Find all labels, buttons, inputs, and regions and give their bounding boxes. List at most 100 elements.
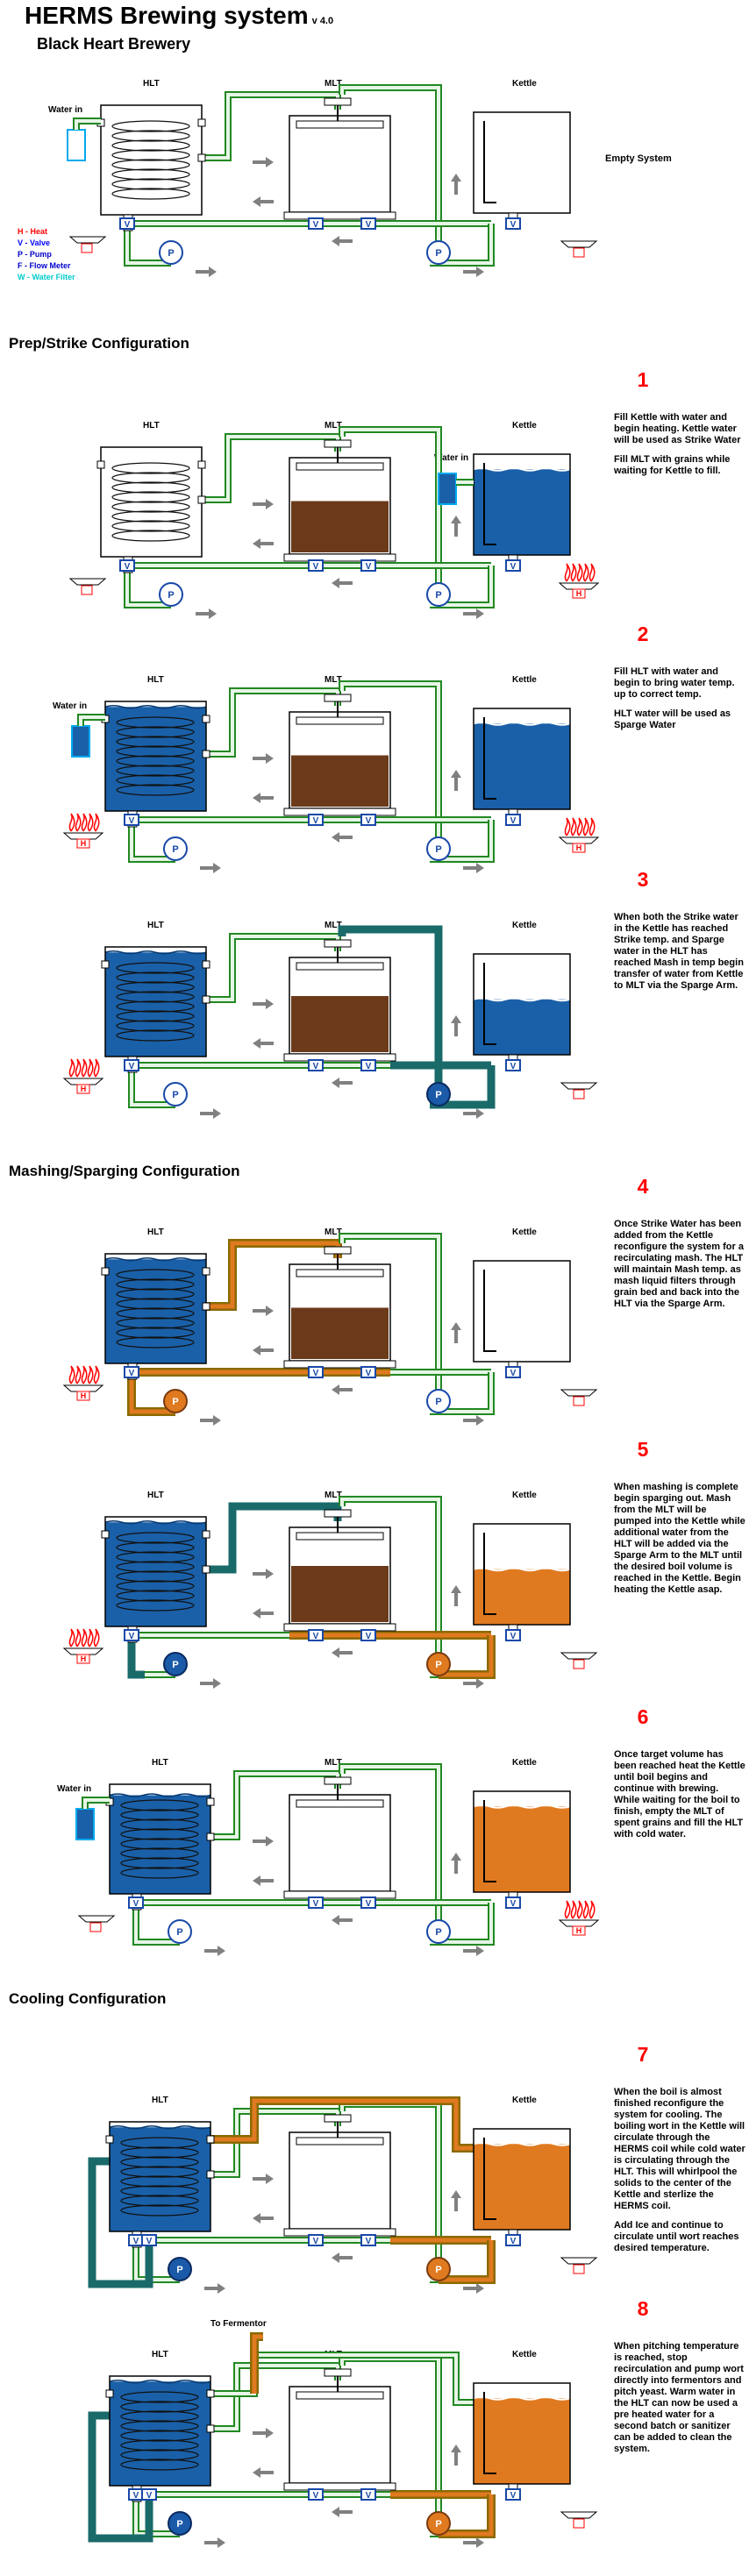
panel-5-herms-coil-loop bbox=[116, 1570, 195, 1583]
panel-4-hlt-heat-icon-flame bbox=[87, 1365, 94, 1384]
panel-2-left-pump-loop-core bbox=[130, 820, 175, 861]
panel-4-kettle-burner-box bbox=[573, 1396, 585, 1406]
panel-6-kettle-valve-label: V bbox=[510, 1899, 517, 1909]
panel-2-kettle-heat-icon-h-box bbox=[572, 843, 586, 853]
panel-5-herms-coil-loop bbox=[116, 1599, 195, 1612]
panel-7-herms-coil-loop bbox=[120, 2146, 199, 2159]
panel-7-herms-coil bbox=[120, 2137, 199, 2217]
panel-2-herms-coil bbox=[116, 716, 195, 796]
panel-5-mlt-valve-left-label: V bbox=[313, 1632, 319, 1641]
panel-6-kettle-vessel bbox=[473, 1790, 571, 1893]
panel-8-herms-coil-loop bbox=[120, 2420, 199, 2432]
panel-2-mlt-valve-right bbox=[360, 814, 376, 826]
panel-0-kettle-valve bbox=[505, 217, 521, 230]
section-prep-strike: Prep/Strike Configuration bbox=[9, 335, 189, 352]
panel-2-kettle-heat-icon-flame bbox=[570, 817, 577, 836]
panel-0-hlt-label: HLT bbox=[143, 79, 160, 89]
panel-7-mlt-lid bbox=[324, 2114, 352, 2123]
panel-5-pump-left-label: P bbox=[172, 1660, 178, 1670]
panel-5-herms-coil-loop bbox=[116, 1532, 195, 1544]
panel-5-pump-left bbox=[163, 1652, 188, 1676]
panel-1-kettle-pickup bbox=[483, 463, 496, 545]
panel-2-hlt-heat-icon-h-box bbox=[76, 838, 90, 849]
panel-7-hlt-cold-loop-core bbox=[89, 2159, 152, 2287]
panel-0-herms-coil-loop bbox=[111, 178, 190, 190]
panel-4-kettle-valve bbox=[505, 1366, 521, 1378]
panel-1-arrow-hlt-bottom bbox=[196, 608, 217, 619]
panel-2-kettle-valve-label: V bbox=[510, 816, 517, 826]
panel-8-pump-right-label: P bbox=[435, 2519, 441, 2530]
legend-heat: H - Heat bbox=[18, 227, 48, 236]
panel-7-pump-right bbox=[426, 2257, 451, 2281]
step-1-paragraph: Fill Kettle with water and begin heating… bbox=[614, 412, 741, 445]
panel-3-mlt-valve-left bbox=[308, 1059, 324, 1071]
panel-2-hlt-fitting-2 bbox=[202, 750, 210, 758]
panel-7-kettle-valve-label: V bbox=[510, 2237, 517, 2246]
panel-1-pump-left bbox=[159, 582, 183, 607]
panel-3-herms-coil bbox=[116, 962, 195, 1042]
panel-6-kettle-valve bbox=[505, 1896, 521, 1909]
panel-3-kettle-burner-icon bbox=[560, 1082, 598, 1090]
panel-7-kettle-valve bbox=[505, 2234, 521, 2246]
panel-8-mlt-valve-right bbox=[360, 2488, 376, 2501]
panel-6-kettle-surface bbox=[473, 1804, 571, 1809]
panel-0-water-in-pipe-core bbox=[75, 119, 101, 130]
panel-1-right-pump-loop-core bbox=[439, 566, 493, 607]
panel-0-water-in-label: Water in bbox=[48, 105, 83, 115]
title-text: HERMS Brewing system bbox=[25, 2, 309, 29]
panel-3-hlt-fitting-0 bbox=[101, 960, 110, 969]
panel-3-kettle-pickup bbox=[483, 963, 496, 1045]
panel-8-hlt-fitting-2 bbox=[206, 2424, 215, 2433]
panel-5-hlt-fitting-2 bbox=[202, 1565, 210, 1574]
panel-0-pump-left-label: P bbox=[168, 248, 174, 259]
panel-8-mlt-valve-left-label: V bbox=[313, 2491, 319, 2501]
panel-6-mlt-vessel bbox=[289, 1794, 391, 1892]
panel-1-kettle-heat-icon-flame bbox=[576, 563, 583, 582]
panel-5-arrow-bottom-left bbox=[332, 1647, 353, 1658]
step-6-number: 6 bbox=[637, 1705, 649, 1728]
panel-5-hlt-heat-icon-flame bbox=[75, 1628, 82, 1647]
panel-0-mlt-valve-right-label: V bbox=[366, 220, 372, 230]
step-6-paragraph: Once target volume has been reached heat… bbox=[614, 1749, 745, 1839]
panel-5-hlt-fitting-1 bbox=[202, 1530, 210, 1539]
panel-1-herms-coil-loop bbox=[111, 491, 190, 503]
panel-1-hlt-valve-label: V bbox=[125, 562, 131, 572]
panel-5-kettle-burner-box bbox=[573, 1659, 585, 1669]
panel-7-herms-coil-loop bbox=[120, 2166, 199, 2178]
panel-6-hlt-surface bbox=[109, 1793, 211, 1797]
panel-4-herms-coil-loop bbox=[116, 1288, 195, 1300]
step-8-description: When pitching temperature is reached, st… bbox=[614, 2341, 745, 2463]
panel-5-mlt-valve-right-label: V bbox=[366, 1632, 372, 1641]
panel-8-hlt-label: HLT bbox=[152, 2350, 168, 2359]
panel-2-mlt-valve-left-label: V bbox=[313, 816, 319, 826]
panel-3-arrow-bottom-left bbox=[332, 1078, 353, 1088]
panel-7-arrow-bottom-right bbox=[463, 2283, 484, 2294]
panel-2-kettle-heat-icon-flame bbox=[582, 817, 589, 836]
panel-4-arrow-right bbox=[253, 1306, 274, 1316]
panel-0-mlt-valve-left bbox=[308, 217, 324, 230]
panel-1-hlt-valve bbox=[119, 559, 135, 572]
panel-6-herms-coil-loop bbox=[120, 1857, 199, 1869]
panel-5-arrow-hlt-bottom bbox=[200, 1678, 221, 1689]
panel-5-hlt-fitting-0 bbox=[101, 1530, 110, 1539]
panel-1-herms-coil-loop bbox=[111, 472, 190, 484]
panel-6-kettle-pickup bbox=[483, 1800, 496, 1882]
panel-7-false-bottom bbox=[283, 2228, 396, 2237]
panel-8-arrow-right bbox=[253, 2428, 274, 2438]
step-1-number: 1 bbox=[637, 368, 649, 391]
panel-1-mlt-valve-left-label: V bbox=[313, 562, 319, 572]
panel-4-arrow-left bbox=[253, 1345, 274, 1356]
panel-8-arrow-left bbox=[253, 2467, 274, 2478]
step-5-number: 5 bbox=[637, 1438, 649, 1461]
panel-3-herms-coil-loop bbox=[116, 962, 195, 974]
panel-8-mlt-valve-right-label: V bbox=[366, 2491, 372, 2501]
panel-0-hlt-valve bbox=[119, 217, 135, 230]
panel-7-pump-right-label: P bbox=[435, 2265, 441, 2275]
panel-6-herms-coil-loop bbox=[120, 1847, 199, 1860]
panel-5-arrow-left bbox=[253, 1608, 274, 1619]
panel-6-arrow-bottom-right bbox=[463, 1946, 484, 1956]
panel-8-cooling-top-pipe-core bbox=[210, 2353, 474, 2404]
panel-2-herms-coil-loop bbox=[116, 765, 195, 777]
